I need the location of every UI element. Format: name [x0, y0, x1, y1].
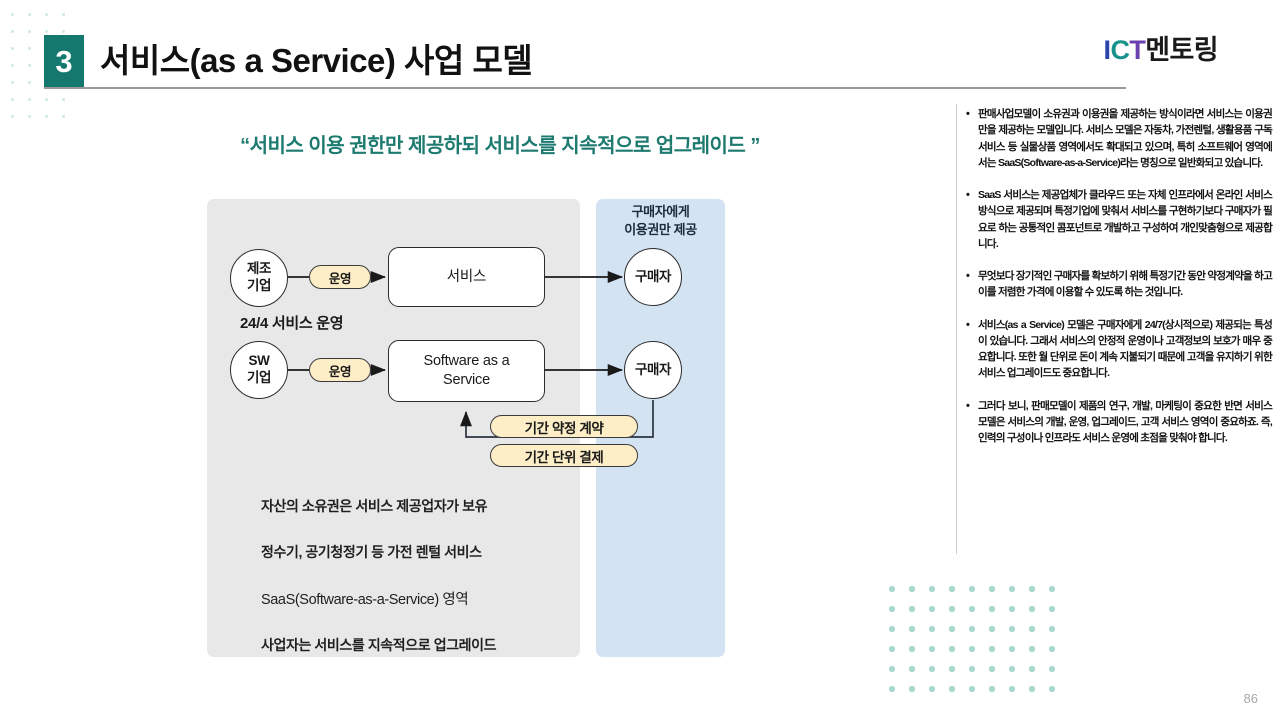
sidebar-paragraph: 판매사업모델이 소유권과 이용권을 제공하는 방식이라면 서비스는 이용권만을 …: [966, 106, 1273, 171]
edge-label-contract: 기간 약정 계약: [490, 415, 638, 438]
page-number: 86: [1243, 691, 1258, 706]
section-number-badge: 3: [44, 35, 84, 87]
diagram-note-item: 정수기, 공기청정기 등 가전 렌털 서비스: [261, 544, 482, 560]
ict-mentoring-logo: I C T 멘토링: [1103, 28, 1219, 67]
sidebar-paragraph: 그러다 보니, 판매모델이 제품의 연구, 개발, 마케팅이 중요한 반면 서비…: [966, 398, 1273, 447]
sidebar-explanation-list: 판매사업모델이 소유권과 이용권을 제공하는 방식이라면 서비스는 이용권만을 …: [966, 106, 1273, 463]
decorative-dot-grid-bottom-right: [878, 575, 1063, 695]
node-buyer-top[interactable]: 구매자: [624, 248, 682, 306]
diagram-note-item: SaaS(Software-as-a-Service) 영역: [261, 592, 469, 608]
diagram-note-item: 사업자는 서비스를 지속적으로 업그레이드: [261, 637, 497, 653]
sidebar-paragraph: SaaS 서비스는 제공업체가 클라우드 또는 자체 인프라에서 온라인 서비스…: [966, 187, 1273, 252]
logo-letter-t: T: [1129, 35, 1146, 65]
logo-korean-text: 멘토링: [1145, 35, 1218, 65]
logo-letter-c: C: [1110, 35, 1130, 65]
header-divider-rule: [44, 87, 1126, 89]
node-buyer-bottom[interactable]: 구매자: [624, 341, 682, 399]
diagram-notes-list: 자산의 소유권은 서비스 제공업자가 보유 정수기, 공기청정기 등 가전 렌털…: [261, 496, 571, 681]
edge-label-operate-top: 운영: [309, 265, 371, 289]
edge-label-payment: 기간 단위 결제: [490, 444, 638, 467]
node-service-box[interactable]: 서비스: [388, 247, 545, 307]
sidebar-divider: [956, 104, 957, 554]
sidebar-paragraph: 무엇보다 장기적인 구매자를 확보하기 위해 특정기간 동안 약정계약을 하고 …: [966, 268, 1273, 301]
headline-quote: “서비스 이용 권한만 제공하되 서비스를 지속적으로 업그레이드 ”: [240, 135, 760, 157]
sidebar-paragraph: 서비스(as a Service) 모델은 구매자에게 24/7(상시적으로) …: [966, 317, 1273, 382]
operation-note: 24/4 서비스 운영: [240, 315, 344, 332]
edge-label-operate-bottom: 운영: [309, 358, 371, 382]
logo-letter-i: I: [1103, 35, 1111, 65]
diagram-note-item: 자산의 소유권은 서비스 제공업자가 보유: [261, 498, 488, 514]
page-title: 서비스(as a Service) 사업 모델: [100, 42, 533, 79]
